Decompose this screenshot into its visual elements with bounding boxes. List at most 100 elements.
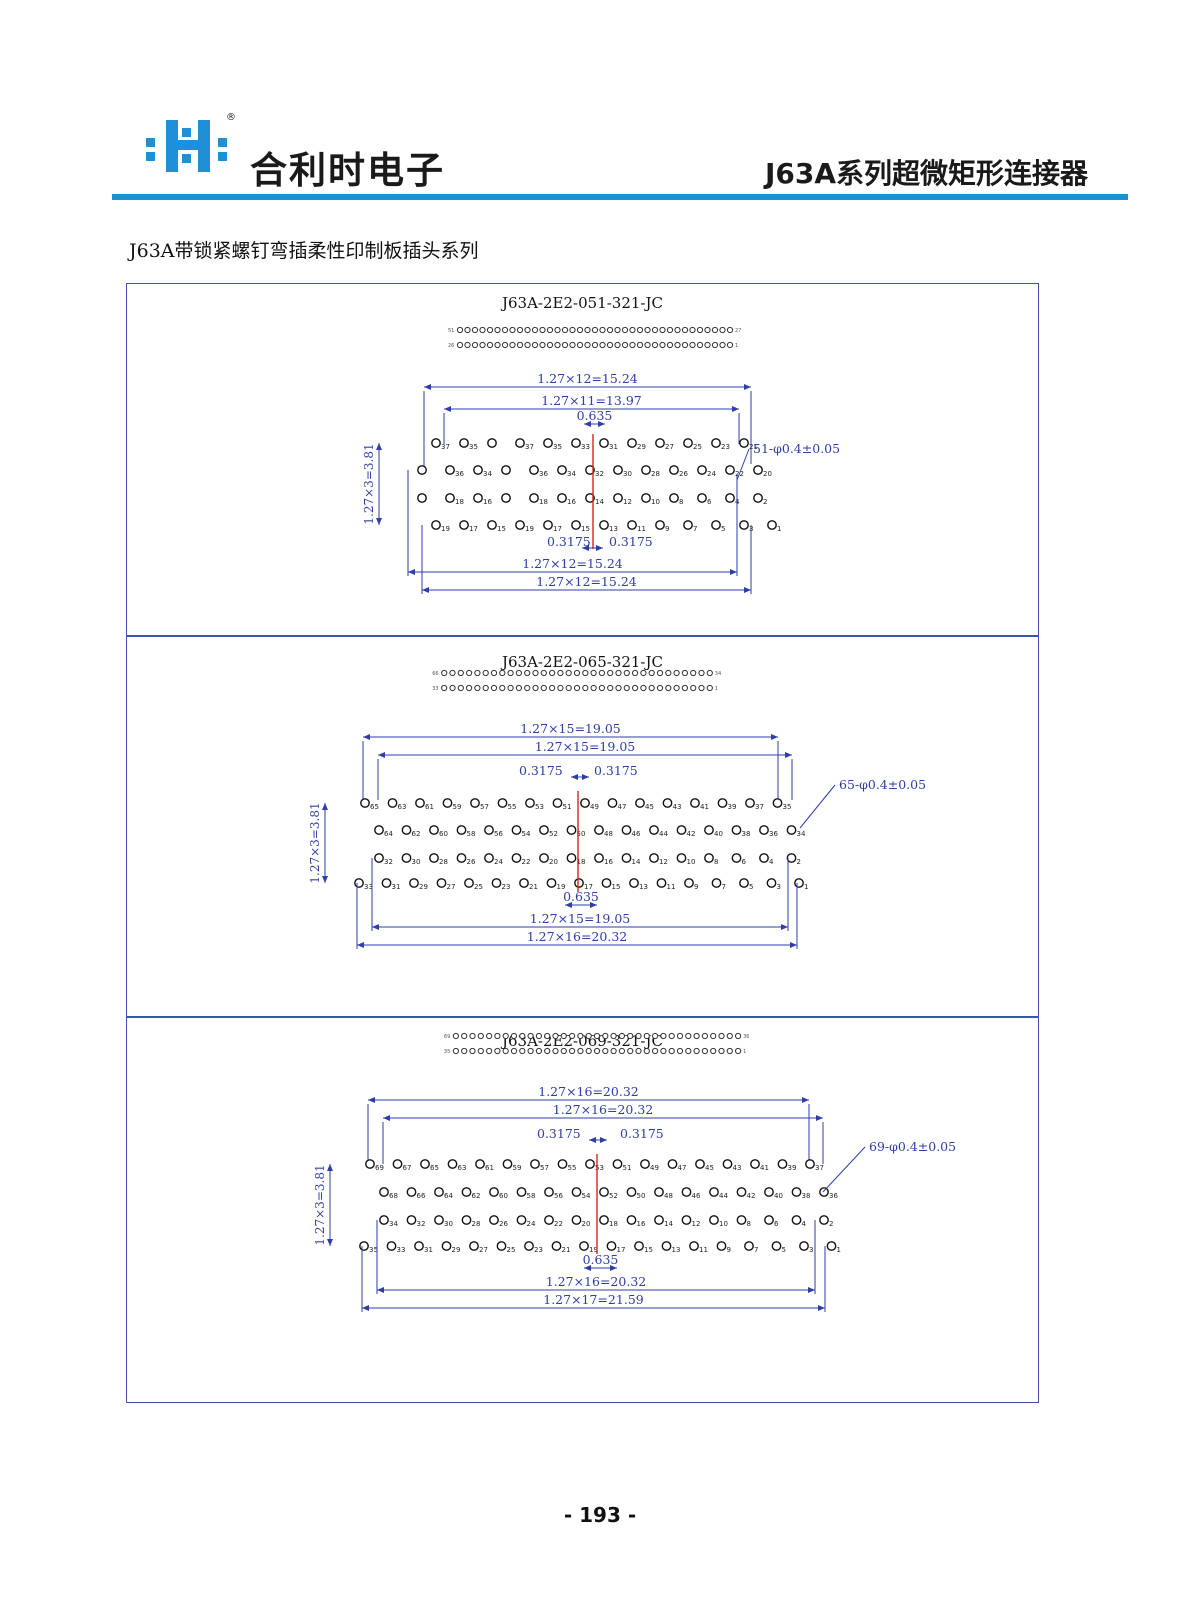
strip-pin <box>477 1032 484 1040</box>
contact-pin <box>725 465 735 475</box>
dimension-label: 1.27×12=15.24 <box>522 556 623 571</box>
dimension-arrow <box>362 1305 369 1311</box>
strip-pin <box>569 1047 576 1055</box>
strip-pin <box>632 684 639 692</box>
dimension-arrow <box>582 545 589 551</box>
strip-pin <box>524 341 531 349</box>
strip-pin <box>482 684 489 692</box>
pin-number: 63 <box>398 803 407 811</box>
contact-pin <box>530 1159 540 1169</box>
contact-pin <box>525 798 535 808</box>
dimension-label: 1.27×3=3.81 <box>308 802 322 883</box>
strip-pin <box>593 1032 601 1040</box>
strip-pin <box>486 1047 493 1055</box>
strip-pin <box>698 684 705 692</box>
contact-pin <box>684 878 694 888</box>
strip-pin <box>636 326 644 334</box>
contact-pin <box>502 1159 513 1169</box>
contact-pin <box>599 438 609 448</box>
strip-pin <box>640 669 647 677</box>
contact-pin <box>496 1241 507 1251</box>
strip-pin <box>651 326 659 334</box>
strip-pin <box>718 1047 725 1055</box>
strip-pin <box>494 1032 501 1040</box>
strip-pin <box>560 1032 567 1040</box>
pin-number: 43 <box>733 1164 742 1172</box>
pin-number: 64 <box>384 830 393 838</box>
contact-pin <box>374 825 384 835</box>
strip-pin <box>469 1047 476 1055</box>
strip-pin <box>461 1032 468 1040</box>
pin-number: 56 <box>494 830 503 838</box>
pin-number: 40 <box>774 1192 783 1200</box>
pin-number: 26 <box>679 470 688 478</box>
strip-label: 1 <box>735 343 738 349</box>
pin-number: 51 <box>623 1164 632 1172</box>
page-subtitle: J63A带锁紧螺钉弯插柔性印制板插头系列 <box>129 240 479 262</box>
strip-pin <box>615 669 622 677</box>
pin-number: 15 <box>581 525 590 533</box>
pin-number: 31 <box>424 1246 433 1254</box>
strip-pin <box>660 1047 667 1055</box>
contact-pin <box>571 1215 582 1225</box>
dimension-label: 0.635 <box>563 889 599 904</box>
strip-pin <box>623 684 630 692</box>
strip-pin <box>618 1032 625 1040</box>
pin-number: 24 <box>527 1220 536 1228</box>
strip-pin <box>561 326 569 334</box>
contact-pin <box>656 878 667 888</box>
contact-pin <box>594 825 604 835</box>
strip-pin <box>623 669 630 677</box>
strip-pin <box>643 1032 650 1040</box>
contact-pin <box>711 520 721 530</box>
pin-number: 21 <box>749 443 758 451</box>
registered-mark: ® <box>226 112 236 123</box>
contact-pin <box>445 493 455 503</box>
dimension-arrow <box>744 587 751 593</box>
strip-pin <box>593 1047 601 1055</box>
pin-number: 24 <box>494 858 503 866</box>
contact-pin <box>627 520 637 530</box>
strip-pin <box>598 684 605 692</box>
strip-pin <box>573 669 581 677</box>
pin-number: 2 <box>797 858 801 866</box>
contact-pin <box>661 1241 672 1251</box>
pin-number: 35 <box>783 803 792 811</box>
pin-number: 60 <box>499 1192 508 1200</box>
dimension-label: 0.3175 <box>620 1126 664 1141</box>
strip-pin <box>584 326 591 334</box>
contact-pin <box>716 1241 727 1251</box>
contact-pin <box>759 853 769 863</box>
strip-pin <box>461 1047 468 1055</box>
pin-number: 67 <box>403 1164 412 1172</box>
strip-pin <box>540 684 547 692</box>
pin-number: 57 <box>540 1164 549 1172</box>
brand-name: 合利时电子 <box>250 149 445 192</box>
pin-number: 19 <box>441 525 450 533</box>
contact-pin <box>669 493 679 503</box>
pin-number: 50 <box>637 1192 646 1200</box>
pin-number: 18 <box>455 498 464 506</box>
contact-pin <box>414 1241 424 1251</box>
contact-pin <box>690 798 700 808</box>
pin-number: 51 <box>563 803 572 811</box>
strip-pin <box>507 684 514 692</box>
contact-pin <box>469 1241 479 1251</box>
pin-number: 1 <box>804 883 808 891</box>
dimension-arrow <box>571 774 578 780</box>
contact-pin <box>470 798 480 808</box>
pin-number: 27 <box>479 1246 488 1254</box>
dimension-arrow <box>790 942 797 948</box>
pin-number: 64 <box>444 1192 453 1200</box>
pin-number: 15 <box>497 525 506 533</box>
contact-pin <box>434 1215 444 1225</box>
pin-number: 3 <box>777 883 781 891</box>
pin-number: 25 <box>474 883 483 891</box>
contact-pin <box>374 853 384 863</box>
contact-pin <box>516 1215 527 1225</box>
strip-pin <box>501 326 509 334</box>
pin-number: 7 <box>754 1246 758 1254</box>
pin-number: 5 <box>749 883 753 891</box>
strip-pin <box>607 684 614 692</box>
dimension-label: 1.27×11=13.97 <box>541 393 642 408</box>
